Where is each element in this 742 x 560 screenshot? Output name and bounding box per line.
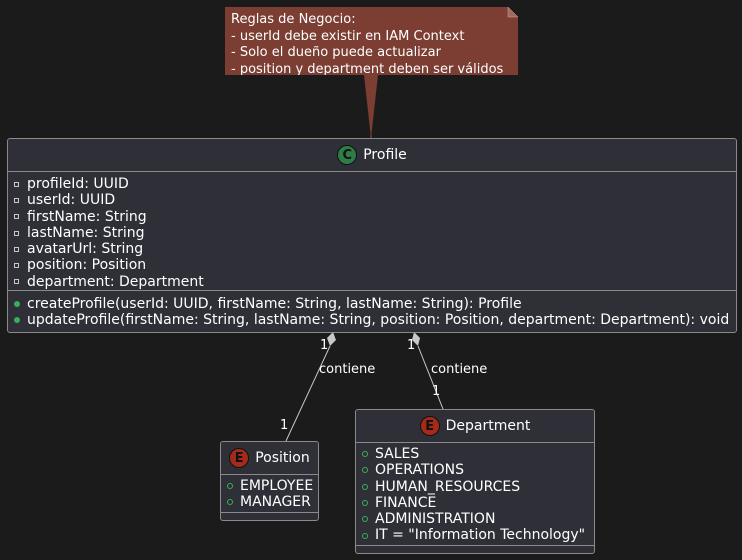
enum-value-text: IT = "Information Technology"	[375, 527, 586, 544]
attribute-text: userId: UUID	[27, 192, 116, 209]
business-rules-note: Reglas de Negocio: - userId debe existir…	[225, 7, 518, 75]
attribute-row: firstName: String	[14, 209, 730, 225]
position-composition-line	[285, 345, 331, 442]
private-visibility-icon	[14, 230, 19, 236]
attribute-text: profileId: UUID	[27, 176, 129, 192]
enum-value-row: OPERATIONS	[362, 462, 588, 478]
profile-attributes: profileId: UUID userId: UUID firstName: …	[8, 172, 736, 291]
department-enum-header: E Department	[356, 410, 594, 443]
attribute-text: position: Position	[27, 257, 147, 274]
private-visibility-icon	[14, 279, 19, 285]
public-visibility-icon	[14, 301, 20, 308]
method-row: updateProfile(firstName: String, lastNam…	[14, 312, 730, 328]
enum-stereotype-icon: E	[419, 416, 440, 436]
enum-value-row: SALES	[362, 446, 588, 462]
enum-value-text: EMPLOYEE	[240, 478, 314, 494]
attribute-row: profileId: UUID	[14, 176, 730, 192]
public-visibility-icon	[227, 483, 233, 490]
attribute-text: lastName: String	[27, 224, 145, 241]
private-visibility-icon	[14, 246, 19, 252]
enum-value-text: SALES	[375, 446, 420, 462]
attribute-row: department: Department	[14, 274, 730, 290]
enum-value-row: HUMAN_RESOURCES	[362, 479, 588, 495]
department-source-multiplicity: 1	[407, 338, 416, 353]
note-line: - userId debe existir en IAM Context	[231, 28, 465, 44]
position-values: EMPLOYEE MANAGER	[221, 475, 318, 513]
enum-value-text: MANAGER	[240, 494, 311, 511]
public-visibility-icon	[362, 532, 368, 539]
position-relation-label: contiene	[319, 362, 376, 377]
private-visibility-icon	[14, 263, 19, 269]
note-connector-tail	[364, 75, 378, 138]
enum-value-row: FINANCE	[362, 495, 588, 511]
public-visibility-icon	[362, 516, 368, 523]
enum-value-text: FINANCE	[375, 494, 437, 511]
public-visibility-icon	[227, 499, 233, 506]
position-enum-header: E Position	[221, 442, 318, 475]
public-visibility-icon	[362, 500, 368, 507]
department-enum[interactable]: E Department SALES OPERATIONS HUMAN_RESO…	[355, 409, 595, 554]
attribute-row: position: Position	[14, 257, 730, 273]
profile-class-name: Profile	[363, 147, 407, 163]
attribute-row: userId: UUID	[14, 192, 730, 208]
enum-value-text: ADMINISTRATION	[375, 511, 496, 528]
profile-class[interactable]: C Profile profileId: UUID userId: UUID f…	[7, 138, 737, 333]
method-row: createProfile(userId: UUID, firstName: S…	[14, 296, 730, 312]
attribute-row: lastName: String	[14, 225, 730, 241]
position-enum[interactable]: E Position EMPLOYEE MANAGER	[220, 441, 319, 521]
enum-value-row: MANAGER	[227, 494, 312, 510]
department-composition-diamond	[412, 332, 420, 346]
position-source-multiplicity: 1	[320, 338, 329, 353]
note-line: - Solo el dueño puede actualizar	[231, 45, 441, 60]
profile-class-header: C Profile	[8, 139, 736, 172]
note-line: - position y department deben ser válido…	[231, 61, 504, 77]
position-target-multiplicity: 1	[280, 418, 289, 433]
enum-value-row: ADMINISTRATION	[362, 511, 588, 527]
profile-methods: createProfile(userId: UUID, firstName: S…	[8, 291, 736, 332]
method-text: updateProfile(firstName: String, lastNam…	[27, 312, 730, 329]
public-visibility-icon	[362, 467, 368, 474]
department-target-multiplicity: 1	[432, 384, 441, 399]
class-stereotype-icon: C	[337, 145, 358, 165]
enum-stereotype-icon: E	[229, 448, 250, 468]
department-values: SALES OPERATIONS HUMAN_RESOURCES FINANCE…	[356, 443, 594, 546]
department-enum-name: Department	[445, 418, 531, 434]
department-composition-line	[417, 345, 444, 410]
attribute-text: department: Department	[27, 273, 204, 290]
department-relation-label: contiene	[431, 362, 488, 377]
position-composition-diamond	[327, 332, 336, 346]
position-enum-name: Position	[255, 450, 310, 466]
private-visibility-icon	[14, 214, 19, 220]
enum-value-row: EMPLOYEE	[227, 478, 314, 494]
public-visibility-icon	[362, 483, 368, 490]
public-visibility-icon	[362, 451, 368, 458]
attribute-text: avatarUrl: String	[27, 241, 144, 258]
private-visibility-icon	[14, 197, 19, 203]
enum-value-text: OPERATIONS	[375, 462, 465, 479]
method-text: createProfile(userId: UUID, firstName: S…	[27, 296, 522, 312]
public-visibility-icon	[14, 317, 20, 324]
private-visibility-icon	[14, 181, 19, 187]
enum-value-row: IT = "Information Technology"	[362, 527, 588, 543]
enum-value-text: HUMAN_RESOURCES	[375, 478, 521, 495]
attribute-row: avatarUrl: String	[14, 241, 730, 257]
attribute-text: firstName: String	[27, 208, 147, 225]
note-line: Reglas de Negocio:	[231, 12, 356, 27]
